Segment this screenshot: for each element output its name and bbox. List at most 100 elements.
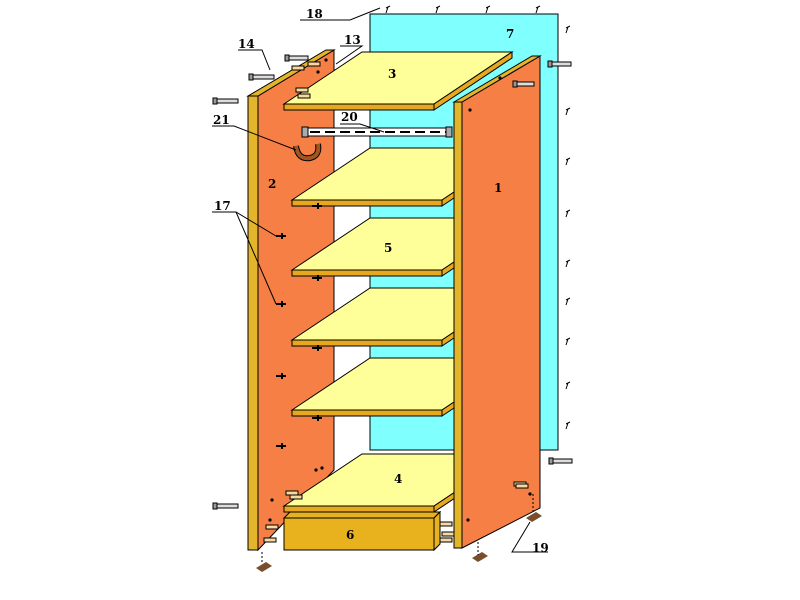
shelf-top-side-edge: [433, 51, 513, 111]
shelf-bottom-front-edge: [283, 505, 435, 513]
leader-21: [212, 125, 297, 151]
confirmat-screw-left-top-shaft: [215, 98, 239, 104]
shelf-4-front-edge: [291, 339, 443, 347]
cam-hole-2: [324, 58, 328, 62]
label-part-7: 7: [506, 27, 514, 41]
back-panel-screw-9: [565, 259, 571, 268]
foot-back-right: [526, 512, 542, 522]
back-panel-screw-2: [435, 5, 441, 14]
back-panel-screw-8: [565, 209, 571, 218]
shelf-5-front-edge: [291, 409, 443, 417]
back-panel-screw-13: [565, 421, 571, 430]
cam-hole-7: [468, 108, 472, 112]
label-part-20: 20: [341, 110, 358, 124]
drawer: [282, 510, 442, 552]
cam-hole-6: [268, 518, 272, 522]
back-panel-screw-1: [385, 5, 391, 14]
label-part-4: 4: [394, 472, 402, 486]
cam-hole-3: [320, 466, 324, 470]
shelf-support-8: [312, 415, 322, 421]
dowel-12: [515, 483, 529, 489]
confirmat-screw-right-upper: [512, 80, 535, 88]
leader-17b: [235, 211, 277, 305]
cam-hole-9: [498, 76, 502, 80]
confirmat-screw-right-upper-head: [512, 80, 518, 88]
dowel-4: [285, 490, 299, 496]
cam-hole-10: [528, 492, 532, 496]
shelf-top-front-edge: [283, 103, 435, 111]
label-part-14: 14: [238, 37, 255, 51]
bracket-hook-inner: [294, 143, 321, 161]
dowel-2: [295, 87, 309, 93]
dowel-13: [307, 61, 321, 67]
part-labels: 1 2 3 4 5 6 7 13 14 17 18 19 20 21: [213, 7, 549, 555]
leader-19: [511, 521, 548, 553]
confirmat-screw-left-top-head: [212, 97, 218, 105]
shelf-support-7: [312, 345, 322, 351]
shelf-support-6: [312, 275, 322, 281]
confirmat-screw-13-head: [284, 54, 290, 62]
right-panel-top-edge: [452, 55, 542, 103]
confirmat-screw-14-shaft: [251, 74, 275, 80]
right-panel-front-edge: [453, 101, 463, 549]
confirmat-screw-right-upper-shaft: [515, 81, 535, 87]
label-part-21: 21: [213, 113, 230, 127]
left-panel-face: [257, 49, 335, 552]
label-part-13: 13: [344, 33, 361, 47]
drawer-top: [282, 511, 442, 519]
dowel-3: [297, 93, 311, 99]
leader-13: [335, 45, 364, 65]
shelf-top: [282, 51, 514, 111]
confirmat-screw-left-bottom-head: [212, 502, 218, 510]
confirmat-screw-right-top-head: [547, 60, 553, 68]
confirmat-screw-left-bottom-shaft: [215, 503, 239, 509]
drawer-front: [283, 517, 435, 551]
foot-front-right: [472, 552, 488, 562]
back-panel-screw-5: [565, 25, 571, 34]
confirmat-screw-right-bottom-shaft: [551, 458, 573, 464]
right-panel-face: [461, 55, 541, 549]
rail-end-left: [301, 126, 309, 138]
dowel-5: [289, 494, 303, 500]
dowel-10: [441, 531, 455, 537]
hanging-rail: [301, 126, 453, 138]
cam-hole-4: [314, 468, 318, 472]
dowel-9: [439, 537, 453, 543]
leader-20: [340, 123, 385, 133]
foot-front-left: [256, 562, 272, 572]
left-side-panel: [246, 49, 336, 552]
confirmat-screw-left-top: [212, 97, 239, 105]
cam-hole-1: [316, 70, 320, 74]
back-panel-screw-6: [565, 107, 571, 116]
rail-end-right: [445, 126, 453, 138]
right-side-panel: [452, 55, 542, 549]
shelf-3-front-edge: [291, 269, 443, 277]
cam-hole-5: [270, 498, 274, 502]
dowel-7: [263, 537, 277, 543]
shelf-support-2: [276, 301, 286, 307]
confirmat-screw-right-top: [547, 60, 572, 68]
shelf-support-5: [312, 203, 322, 209]
cam-hole-8: [466, 518, 470, 522]
confirmat-screw-right-bottom-head: [548, 457, 554, 465]
rail-bracket: [293, 143, 322, 162]
confirmat-screw-right-bottom: [548, 457, 573, 465]
label-part-18: 18: [306, 7, 323, 21]
shelf-support-3: [276, 373, 286, 379]
dowel-6: [265, 524, 279, 530]
leader-14: [238, 49, 271, 71]
label-part-19: 19: [532, 541, 549, 555]
back-panel-screw-12: [565, 381, 571, 390]
dowel-8: [439, 521, 453, 527]
confirmat-screw-right-top-shaft: [550, 61, 572, 67]
confirmat-screw-14: [248, 73, 275, 81]
back-panel-screw-3: [485, 5, 491, 14]
back-panel-screw-10: [565, 297, 571, 306]
back-panel-screw-7: [565, 157, 571, 166]
label-part-6: 6: [346, 528, 354, 542]
label-part-17: 17: [214, 199, 231, 213]
drawer-side: [433, 510, 441, 552]
label-part-5: 5: [384, 241, 392, 255]
label-part-3: 3: [388, 67, 396, 81]
